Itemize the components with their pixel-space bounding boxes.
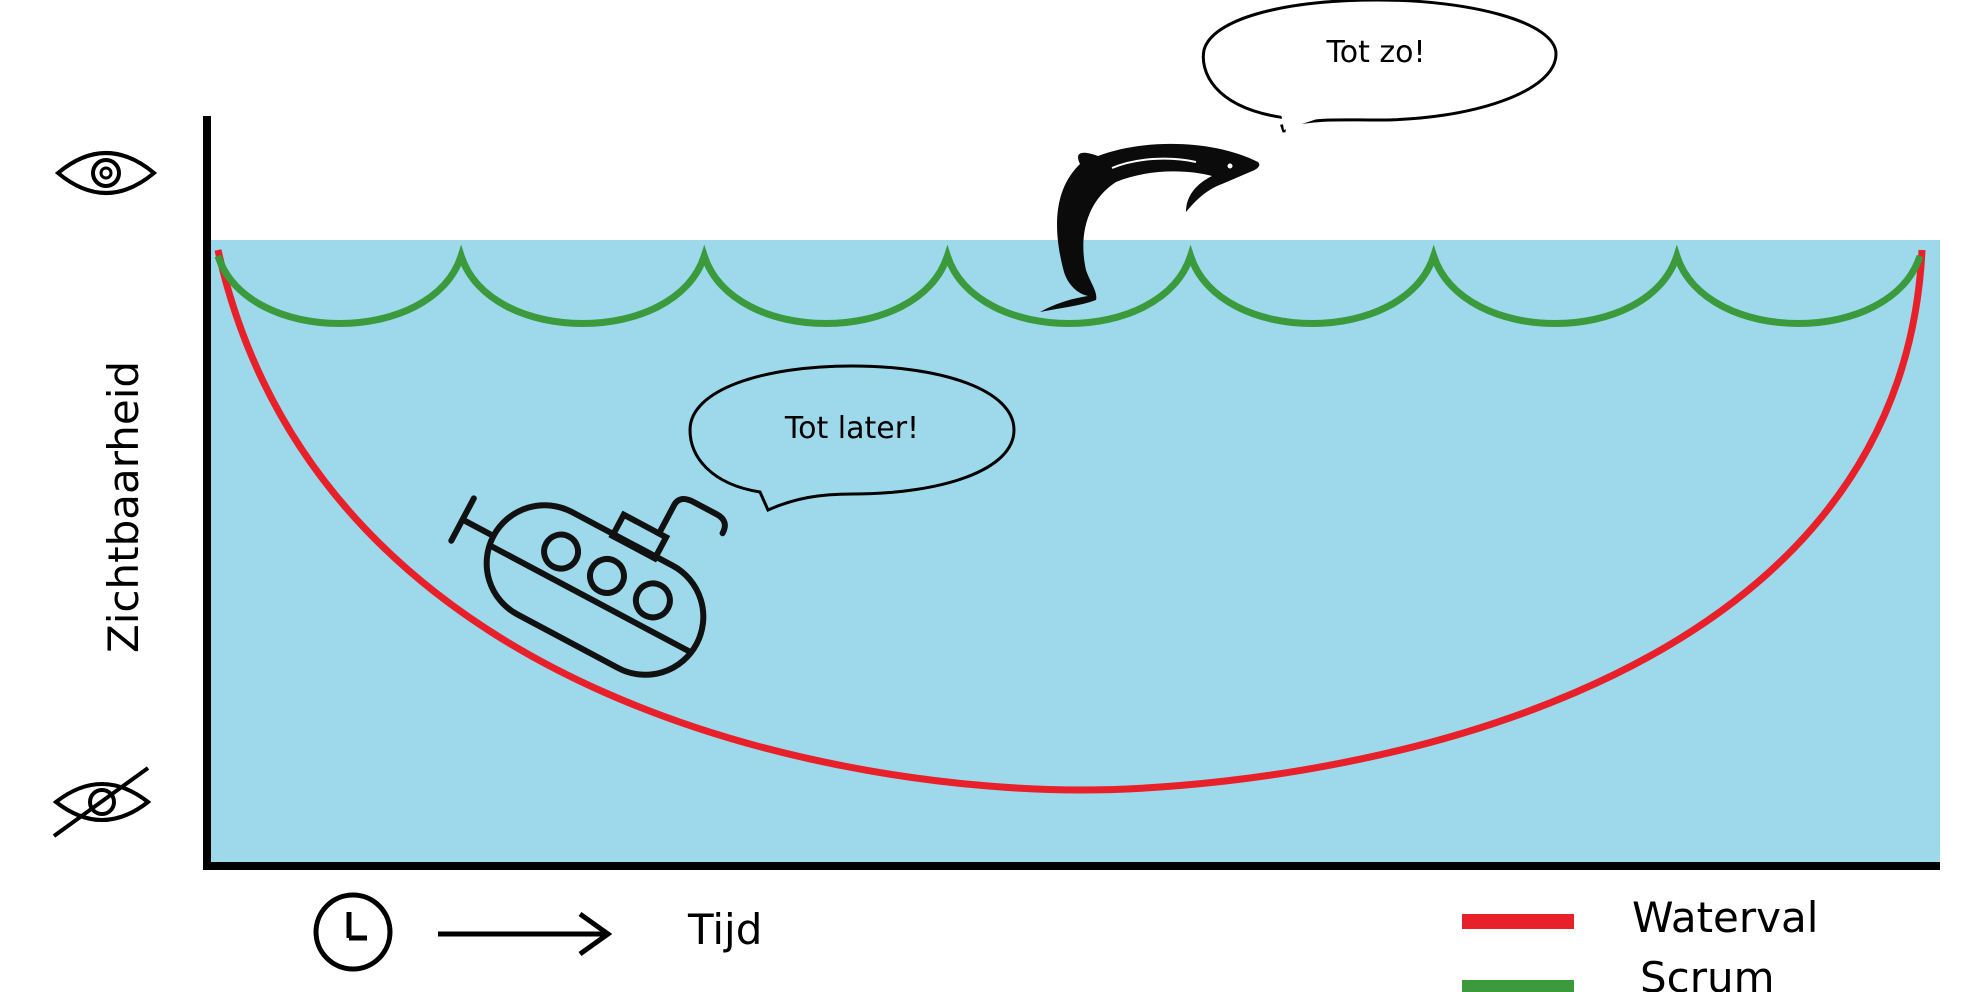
- x-axis-label: Tijd: [687, 905, 762, 954]
- submarine-speech-bubble: Tot later!: [688, 364, 1016, 512]
- water-area: [208, 240, 1940, 868]
- dolphin-speech-bubble: Tot zo!: [1201, 0, 1558, 133]
- eye-icon: [54, 151, 158, 195]
- legend-swatch-waterval: [1462, 914, 1574, 929]
- dolphin-figure: [1040, 143, 1260, 312]
- submarine-figure: [448, 495, 728, 678]
- legend-label-scrum: Scrum: [1640, 953, 1775, 992]
- eye-slash-icon: [52, 766, 152, 838]
- legend-label-waterval: Waterval: [1632, 893, 1818, 942]
- y-axis-label: Zichtbaarheid: [99, 361, 148, 653]
- legend-swatch-scrum: [1462, 980, 1574, 992]
- submarine-speech-text: Tot later!: [784, 411, 919, 446]
- waterfall-curve: [214, 249, 1926, 794]
- arrow-right-icon: [438, 911, 613, 957]
- dolphin-speech-text: Tot zo!: [1325, 35, 1425, 70]
- clock-icon: [313, 892, 393, 972]
- scrum-curve: [214, 244, 1924, 327]
- legend: Waterval Scrum: [1462, 893, 1818, 992]
